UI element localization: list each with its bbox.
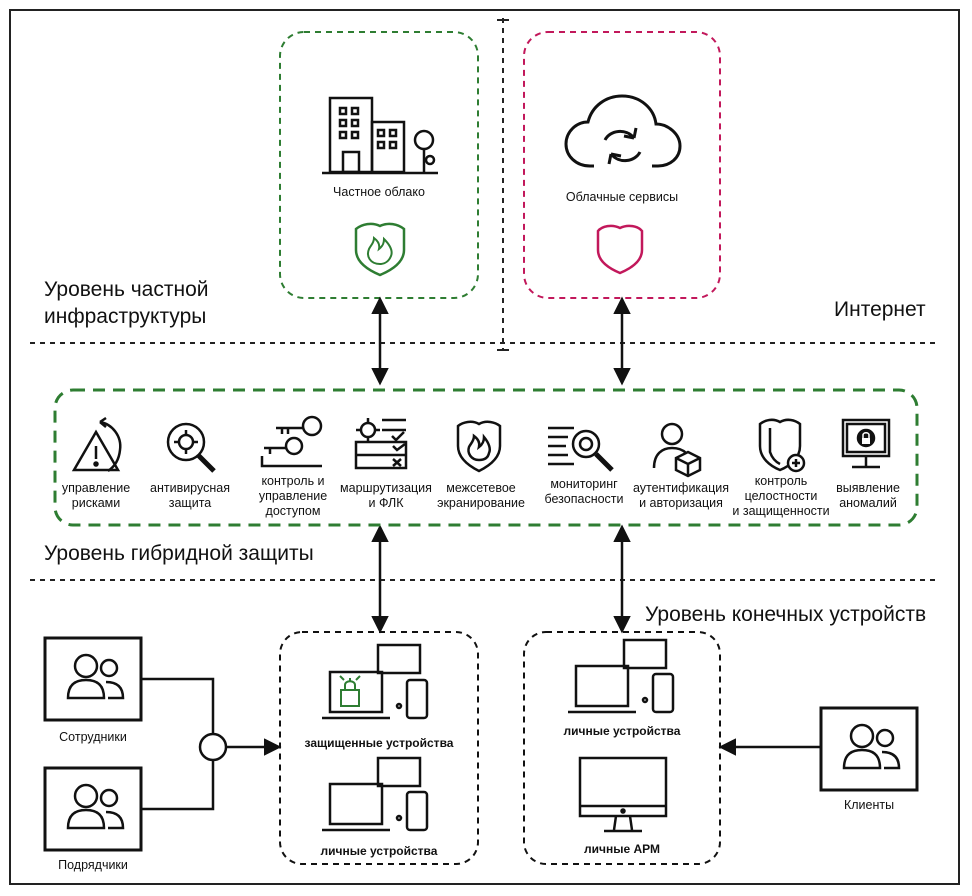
service-label-monitoring: мониторинг безопасности xyxy=(544,477,624,506)
level-endpoint-label: Уровень конечных устройств xyxy=(645,603,927,626)
workstation-monitor-icon xyxy=(578,756,668,833)
employees-box xyxy=(43,636,143,722)
service-label-routing: маршрутизация и ФЛК xyxy=(340,481,432,510)
personal-devices-right-label: личные устройства xyxy=(563,724,681,738)
service-label-risk: управление рисками xyxy=(61,481,131,510)
pink-shield-icon xyxy=(596,224,644,275)
protected-devices-icon xyxy=(322,643,429,720)
employees-label: Сотрудники xyxy=(59,730,127,744)
access-control-icon xyxy=(260,415,323,468)
user-auth-icon xyxy=(652,422,702,478)
integrity-shield-icon xyxy=(758,418,806,473)
clients-people-icon xyxy=(842,723,901,770)
private-cloud-label: Частное облако xyxy=(333,185,425,199)
firewall-shield-icon xyxy=(456,420,502,473)
clients-box xyxy=(819,706,919,792)
protected-devices-box xyxy=(279,631,479,865)
contractors-box xyxy=(43,766,143,852)
service-label-anomaly: выявление аномалий xyxy=(836,481,900,510)
level-internet-label: Интернет xyxy=(834,298,926,321)
protected-devices-label: защищенные устройства xyxy=(304,736,454,750)
private-cloud-box xyxy=(279,31,479,299)
personal-devices-right-icon xyxy=(568,638,675,714)
cloud-services-label: Облачные сервисы xyxy=(565,190,679,204)
green-firewall-shield-icon xyxy=(354,222,406,277)
cloud-sync-icon xyxy=(564,94,682,168)
cloud-services-box xyxy=(523,31,721,299)
service-label-auth: аутентификация и авторизация xyxy=(632,481,730,510)
junction-circle xyxy=(198,732,228,762)
anomaly-monitor-icon xyxy=(841,418,891,469)
workstations-label: личные АРМ xyxy=(584,842,660,856)
clients-label: Клиенты xyxy=(843,798,895,812)
risk-management-icon xyxy=(71,416,122,473)
diagram-frame xyxy=(9,9,960,885)
service-label-integrity: контроль целостности и защищенности xyxy=(732,474,830,518)
contractors-connector xyxy=(141,760,215,811)
employees-connector xyxy=(141,677,215,734)
contractors-people-icon xyxy=(66,783,125,830)
personal-devices-left-icon xyxy=(322,756,429,832)
personal-devices-left-label: личные устройства xyxy=(320,844,438,858)
personal-devices-box xyxy=(523,631,721,865)
service-label-access: контроль и управление доступом xyxy=(258,474,328,518)
buildings-icon xyxy=(322,96,438,175)
level-hybrid-label: Уровень гибридной защиты xyxy=(44,542,314,565)
antivirus-icon xyxy=(166,422,216,473)
level-private-infra-label: Уровень частной инфраструктуры xyxy=(44,278,209,328)
employees-people-icon xyxy=(66,653,125,700)
monitoring-icon xyxy=(548,426,614,472)
contractors-label: Подрядчики xyxy=(58,858,128,872)
service-label-antivirus: антивирусная защита xyxy=(150,481,230,510)
service-label-firewall: межсетевое экранирование xyxy=(437,481,525,510)
hybrid-protection-band xyxy=(53,388,919,527)
routing-checklist-icon xyxy=(354,418,408,470)
